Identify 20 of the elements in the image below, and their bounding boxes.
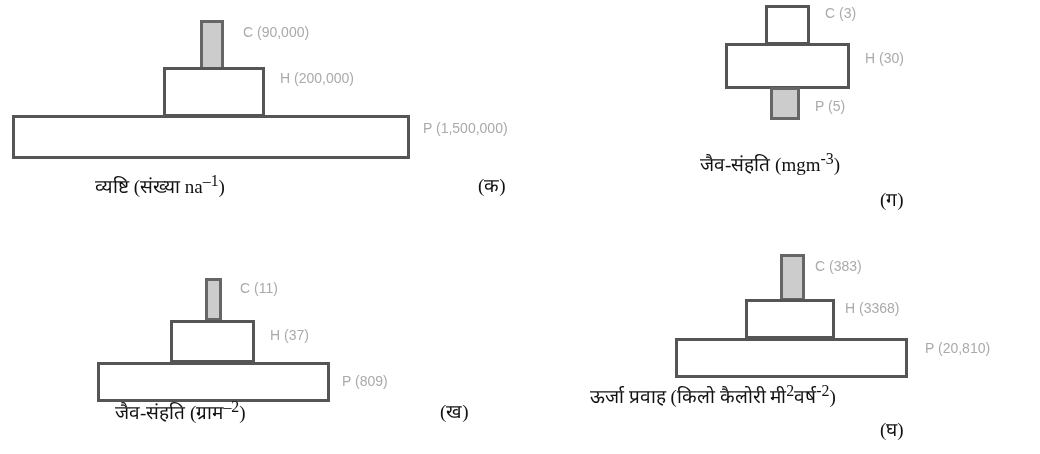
level-label: H (30) xyxy=(865,50,904,66)
axis-caption: ऊर्जा प्रवाह (किलो कैलोरी मी$^{2}$वर्ष$^{-2}$) xyxy=(590,382,836,410)
level-label: P (20,810) xyxy=(925,340,991,356)
level-label: C (3) xyxy=(825,5,857,21)
level-label: C (383) xyxy=(815,258,862,274)
panel-label: (ख) xyxy=(440,400,469,424)
panel-label: (क) xyxy=(478,174,506,198)
level-label: C (90,000) xyxy=(243,24,310,40)
level-label: H (200,000) xyxy=(280,70,354,86)
level-label: H (3368) xyxy=(845,300,900,316)
level-label: H (37) xyxy=(270,327,309,343)
level-label: P (809) xyxy=(342,373,388,389)
axis-caption: जैव-संहति (ग्राम$^{–2}$) xyxy=(115,398,246,426)
panel-label: (ग) xyxy=(880,188,904,212)
level-label: P (5) xyxy=(815,98,846,114)
axis-caption: जैव-संहति (mgm$^{-3}$) xyxy=(700,150,840,178)
level-label: P (1,500,000) xyxy=(423,120,508,136)
axis-caption: व्यष्टि (संख्या na$^{–1}$) xyxy=(95,172,225,200)
panel-label: (घ) xyxy=(880,418,904,442)
level-label: C (11) xyxy=(240,280,278,296)
